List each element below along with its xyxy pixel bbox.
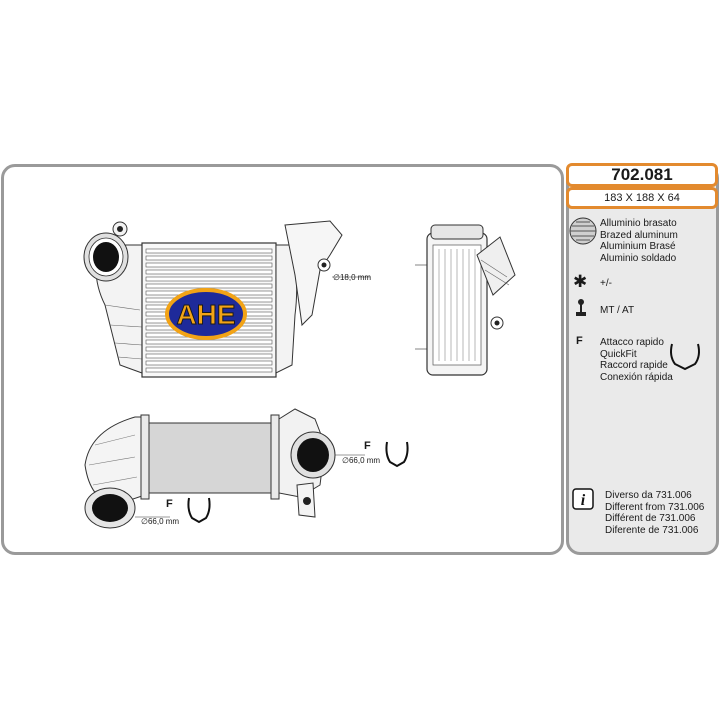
info-icon: i (572, 488, 594, 510)
core-fin (145, 248, 273, 254)
core-fin (145, 255, 273, 261)
connection-fr: Raccord rapide (600, 360, 668, 371)
core-fin (145, 339, 273, 345)
core-fin (145, 346, 273, 352)
core-fin (145, 283, 273, 289)
gear-shift-icon (576, 299, 586, 316)
quickfit-clip-icon (670, 343, 700, 371)
core-fin (145, 269, 273, 275)
product-dimensions: 183 X 188 X 64 (566, 187, 718, 209)
logo-text: AHE (176, 299, 235, 330)
outlet-quickfit-clip-icon (385, 441, 409, 468)
snowflake-icon: ✱ (573, 272, 588, 291)
product-code: 702.081 (566, 163, 718, 187)
brazed-aluminum-icon (569, 217, 597, 245)
material-list: Alluminio brasato Brazed aluminum Alumin… (600, 218, 678, 264)
side-view-drawing (415, 224, 516, 376)
inlet-fitting-letter: F (166, 498, 173, 510)
connection-en: QuickFit (600, 348, 637, 360)
note-it: Diverso da 731.006 (605, 490, 692, 501)
quickfit-letter: F (576, 335, 583, 347)
core-fin (145, 367, 273, 373)
material-fr: Aluminium Brasé (600, 241, 676, 252)
outlet-fitting-letter: F (364, 440, 371, 452)
ac-label: +/- (600, 278, 612, 289)
material-it: Alluminio brasato (600, 218, 677, 229)
note-es: Diferente de 731.006 (605, 524, 699, 536)
core-fin (145, 353, 273, 359)
material-es: Aluminio soldado (600, 252, 677, 264)
connection-it: Attacco rapido (600, 337, 664, 348)
core-fin (145, 262, 273, 268)
note-list: Diverso da 731.006 Different from 731.00… (605, 490, 704, 536)
note-en: Different from 731.006 (605, 501, 705, 513)
note-fr: Différent de 731.006 (605, 513, 696, 524)
mount-hole-dimension: ∅18,0 mm (333, 273, 372, 282)
connection-list: Attacco rapido QuickFit Raccord rapide C… (600, 337, 673, 383)
core-fin (145, 360, 273, 366)
core-fin (145, 276, 273, 282)
inlet-dimension: ∅66,0 mm (141, 517, 180, 526)
transmission-label: MT / AT (600, 305, 635, 316)
info-icon-letter: i (581, 492, 586, 509)
top-view-drawing (84, 408, 365, 529)
material-en: Brazed aluminum (600, 229, 678, 241)
ahe-logo: AHE (165, 288, 247, 340)
connection-es: Conexión rápida (600, 371, 673, 383)
inlet-quickfit-clip-icon (187, 497, 211, 524)
outlet-dimension: ∅66,0 mm (342, 456, 381, 465)
